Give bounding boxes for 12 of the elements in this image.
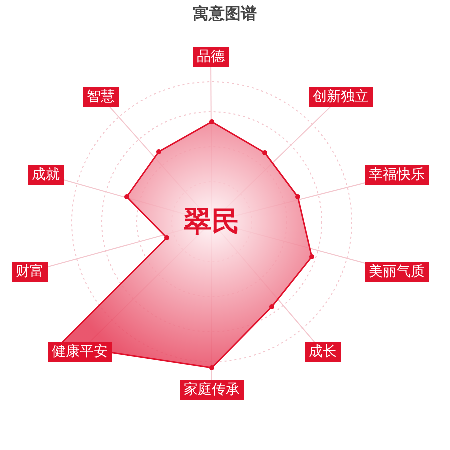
axis-label-tag: 财富: [12, 262, 48, 282]
axis-label-tag: 品德: [193, 47, 229, 67]
axis-label-tag: 智慧: [83, 87, 119, 107]
axis-label-tag: 创新独立: [309, 87, 373, 107]
chart-title: 寓意图谱: [192, 4, 258, 25]
axis-label-tag: 美丽气质: [365, 262, 429, 282]
axis-label-tag: 成就: [28, 165, 64, 185]
axis-label-tag: 成长: [305, 342, 341, 362]
axis-label-tag: 家庭传承: [180, 380, 244, 400]
axis-label-tag: 健康平安: [48, 342, 112, 362]
center-name: 翠民: [184, 204, 240, 240]
axis-label-tag: 幸福快乐: [365, 165, 429, 185]
